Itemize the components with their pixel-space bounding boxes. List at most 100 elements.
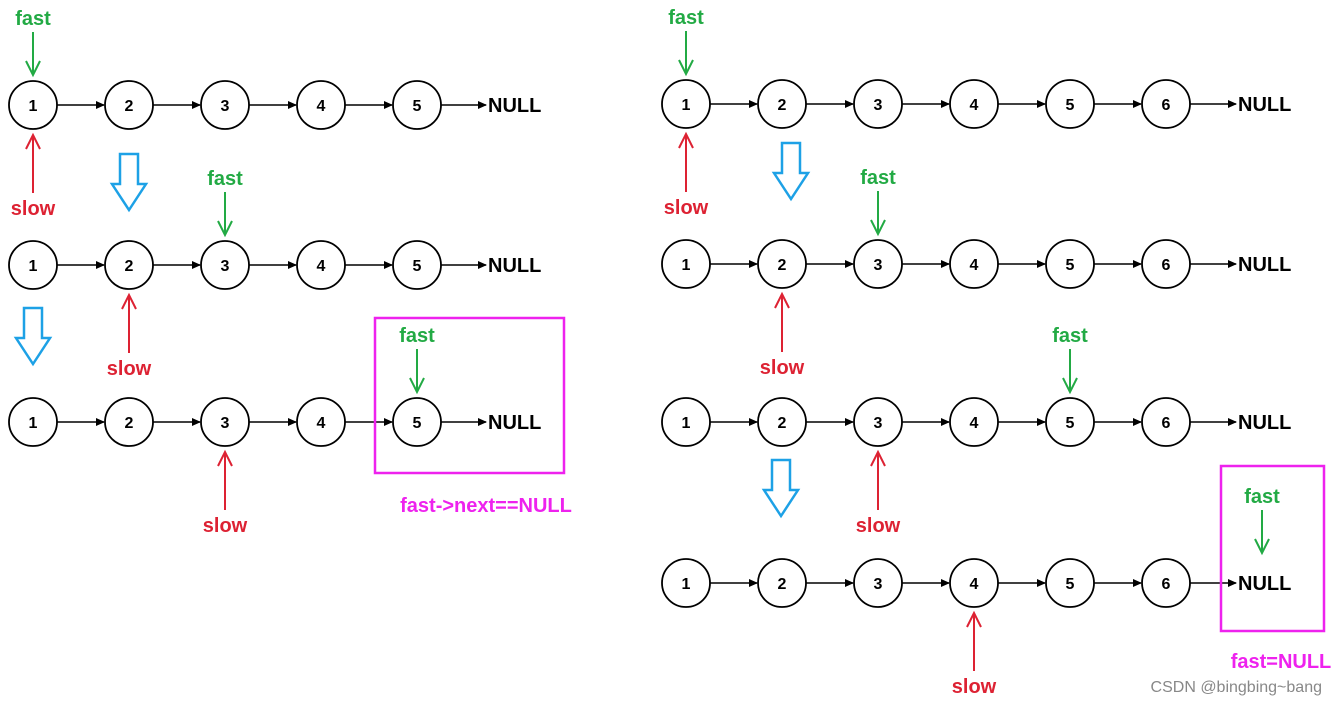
node-value: 6 xyxy=(1162,97,1171,114)
list-node: 2 xyxy=(757,558,807,608)
list-node: 6 xyxy=(1141,239,1191,289)
node-value: 3 xyxy=(874,257,883,274)
list-node: 1 xyxy=(8,397,58,447)
list-node: 4 xyxy=(296,80,346,130)
termination-highlight-box xyxy=(373,316,566,475)
watermark-label: CSDN @bingbing~bang xyxy=(1151,679,1322,696)
node-value: 3 xyxy=(221,258,230,275)
list-node: 6 xyxy=(1141,79,1191,129)
list-node: 4 xyxy=(949,397,999,447)
slow-pointer-label: slow xyxy=(856,515,901,537)
step-arrow-icon xyxy=(109,152,149,213)
node-value: 1 xyxy=(29,415,38,432)
node-value: 1 xyxy=(29,258,38,275)
node-value: 4 xyxy=(317,258,326,275)
node-value: 4 xyxy=(970,576,979,593)
node-value: 4 xyxy=(317,415,326,432)
list-node: 1 xyxy=(661,558,711,608)
fast-pointer-label: fast xyxy=(860,167,896,189)
node-value: 6 xyxy=(1162,257,1171,274)
right-row-2: 1 2 3 4 5 6 NULL fast slow xyxy=(661,167,1291,379)
list-node: 6 xyxy=(1141,558,1191,608)
fast-pointer-arrow xyxy=(1254,510,1270,556)
fast-pointer-label: fast xyxy=(207,168,243,190)
node-value: 2 xyxy=(778,97,787,114)
node-value: 5 xyxy=(1066,415,1075,432)
null-label: NULL xyxy=(1238,94,1291,116)
node-value: 4 xyxy=(970,97,979,114)
node-value: 1 xyxy=(682,576,691,593)
list-node: 4 xyxy=(949,558,999,608)
node-value: 3 xyxy=(221,98,230,115)
node-value: 5 xyxy=(1066,257,1075,274)
node-value: 2 xyxy=(125,415,134,432)
node-value: 3 xyxy=(221,415,230,432)
list-node: 3 xyxy=(853,558,903,608)
list-node: 5 xyxy=(1045,558,1095,608)
fast-pointer-label: fast xyxy=(1244,486,1280,508)
node-value: 2 xyxy=(125,98,134,115)
list-node: 2 xyxy=(104,240,154,290)
node-value: 1 xyxy=(682,415,691,432)
list-node: 6 xyxy=(1141,397,1191,447)
list-node: 3 xyxy=(200,240,250,290)
fast-pointer-arrow xyxy=(409,349,425,395)
null-label: NULL xyxy=(1238,254,1291,276)
fast-pointer-label: fast xyxy=(15,8,51,30)
node-value: 3 xyxy=(874,97,883,114)
list-node: 2 xyxy=(757,239,807,289)
fast-pointer-arrow xyxy=(217,192,233,238)
node-value: 5 xyxy=(413,415,422,432)
fast-pointer-label: fast xyxy=(399,325,435,347)
null-label: NULL xyxy=(488,255,541,277)
slow-pointer-arrow xyxy=(966,610,982,671)
list-node: 1 xyxy=(661,79,711,129)
step-arrow-icon xyxy=(771,141,811,202)
node-value: 5 xyxy=(1066,576,1075,593)
node-value: 1 xyxy=(29,98,38,115)
null-label: NULL xyxy=(1238,412,1291,434)
slow-pointer-label: slow xyxy=(760,357,805,379)
termination-condition-label: fast=NULL xyxy=(1231,651,1332,673)
slow-pointer-label: slow xyxy=(203,515,248,537)
list-node: 3 xyxy=(853,397,903,447)
fast-pointer-arrow xyxy=(678,31,694,77)
node-value: 1 xyxy=(682,97,691,114)
node-value: 5 xyxy=(1066,97,1075,114)
node-value: 2 xyxy=(778,415,787,432)
list-node: 1 xyxy=(661,239,711,289)
slow-pointer-arrow xyxy=(25,132,41,193)
list-node: 4 xyxy=(296,240,346,290)
fast-pointer-label: fast xyxy=(668,7,704,29)
node-value: 1 xyxy=(682,257,691,274)
slow-pointer-label: slow xyxy=(952,676,997,698)
slow-pointer-label: slow xyxy=(11,198,56,220)
fast-pointer-arrow xyxy=(25,32,41,78)
slow-pointer-arrow xyxy=(870,449,886,510)
step-arrow-icon xyxy=(13,306,53,367)
node-value: 3 xyxy=(874,576,883,593)
termination-highlight-box xyxy=(1219,464,1326,633)
node-value: 4 xyxy=(970,257,979,274)
list-node: 5 xyxy=(1045,397,1095,447)
list-node: 4 xyxy=(949,79,999,129)
list-node: 5 xyxy=(392,80,442,130)
fast-pointer-label: fast xyxy=(1052,325,1088,347)
list-node: 2 xyxy=(104,80,154,130)
list-node: 5 xyxy=(392,397,442,447)
node-value: 5 xyxy=(413,98,422,115)
slow-pointer-arrow xyxy=(678,131,694,192)
list-node: 5 xyxy=(1045,79,1095,129)
list-node: 4 xyxy=(296,397,346,447)
fast-pointer-arrow xyxy=(1062,349,1078,395)
node-value: 2 xyxy=(778,257,787,274)
step-arrow-icon xyxy=(761,458,801,519)
list-node: 5 xyxy=(392,240,442,290)
list-node: 2 xyxy=(104,397,154,447)
termination-condition-label: fast->next==NULL xyxy=(400,495,572,517)
slow-pointer-arrow xyxy=(217,449,233,510)
